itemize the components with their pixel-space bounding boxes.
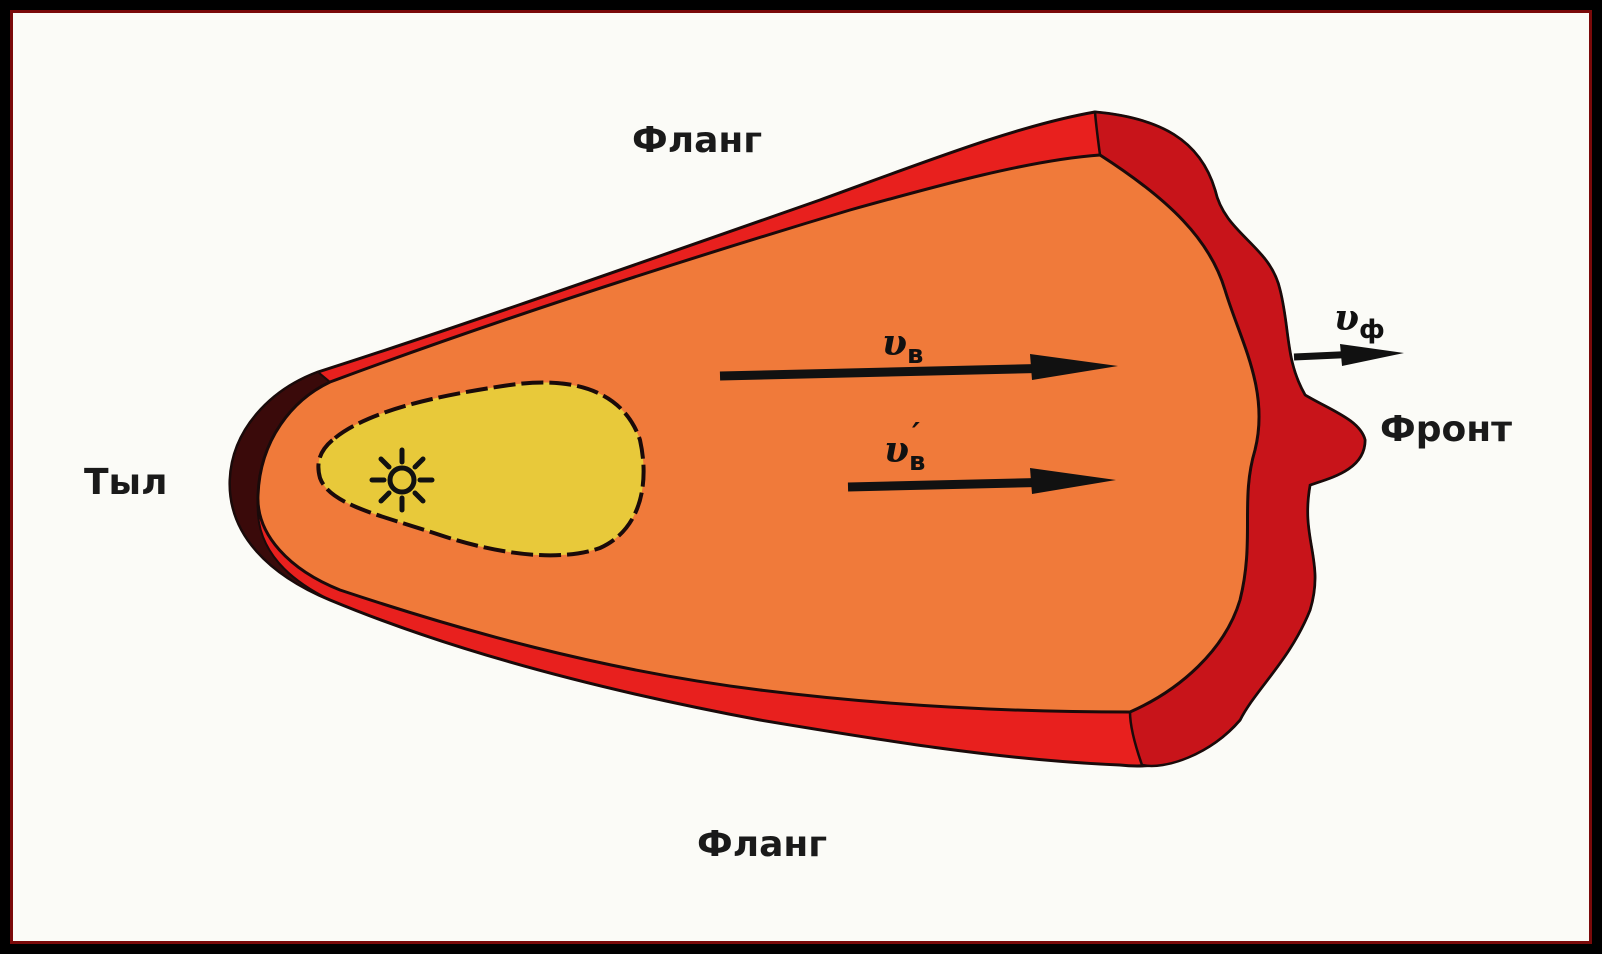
vector-v-f: [1294, 344, 1404, 366]
label-rear: Тыл: [84, 462, 167, 503]
label-flank-top: Фланг: [632, 120, 762, 161]
label-v-f: υф: [1334, 297, 1385, 345]
v-f-symbol: υ: [1334, 297, 1359, 339]
v-b-subscript: в: [907, 340, 923, 370]
v-b-prime-symbol: υ: [884, 429, 909, 471]
v-b-symbol: υ: [882, 322, 907, 364]
label-flank-bottom: Фланг: [697, 824, 827, 865]
v-f-subscript: ф: [1359, 315, 1385, 345]
label-front: Фронт: [1380, 409, 1512, 450]
v-b-prime-mark: ′: [912, 417, 920, 452]
